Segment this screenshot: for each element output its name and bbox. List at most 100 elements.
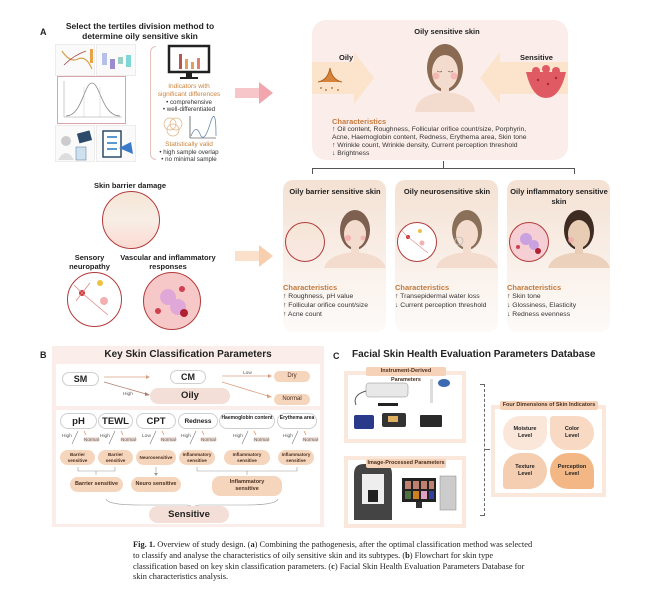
tewl-node: TEWL — [98, 413, 133, 429]
panel-a-letter: A — [40, 27, 47, 37]
arrow-right-icon — [235, 82, 273, 104]
barrier-zoom-circle — [285, 222, 325, 262]
oiliness-arrows — [103, 374, 272, 398]
woman-face-illustration — [405, 40, 485, 112]
imaging-illustration — [354, 464, 457, 520]
result-node: Barrier sensitive — [60, 450, 95, 465]
caption-ref: c — [331, 561, 335, 571]
panel-c-letter: C — [333, 351, 340, 361]
normal-tag: Normal — [120, 437, 137, 442]
low-label: Low — [243, 371, 252, 376]
oily-sensitive-char-line: ↑ Wrinkle count, Wrinkle density, Curren… — [332, 142, 518, 149]
left-brace — [150, 46, 156, 160]
sensitive-arrow — [480, 52, 568, 104]
cpt-node: CPT — [136, 413, 176, 429]
panel-b-title: Key Skin Classification Parameters — [104, 349, 272, 360]
doctor-book-icon — [55, 125, 95, 162]
subtype-char-line: ↑ Transepidermal water loss — [395, 293, 480, 300]
arrow-right-icon — [235, 245, 273, 267]
indicators-bullet: • well-differentiated — [162, 106, 216, 113]
normal-tag: Normal — [200, 437, 217, 442]
caption-text: ) Flowchart for skin type classification… — [133, 550, 494, 571]
connector-line — [574, 168, 575, 174]
petal-label: Color Level — [564, 426, 580, 439]
direction-label: High — [283, 434, 293, 439]
instrument-tag: Instrument-Derived Parameters — [366, 367, 446, 383]
normal-node: Normal — [274, 394, 310, 405]
normal-distribution-thumbnail — [57, 76, 126, 124]
panel-b-letter: B — [40, 350, 47, 360]
subtype-char-heading: Characteristics — [507, 283, 562, 292]
petal-label: Moisture Level — [513, 426, 537, 439]
valid-bullet: • high sample overlap — [159, 149, 219, 156]
vascular-circle — [143, 272, 201, 330]
petal-color: Color Level — [550, 416, 594, 450]
instrument-box — [344, 371, 466, 443]
neuro-sensitive-group: Neuro sensitive — [131, 477, 181, 492]
woman-face-illustration — [544, 208, 614, 268]
oily-sensitive-char-line: Acne, Haemoglobin content, Redness, Eryt… — [332, 134, 527, 141]
subtype-char-heading: Characteristics — [395, 283, 450, 292]
caption-text: ) Facial Skin Health Evaluation Paramete… — [133, 561, 525, 582]
subtype-char-line: ↑ Skin tone — [507, 293, 541, 300]
dashed-bracket-cap — [480, 384, 485, 385]
image-tag: Image-Processed Parameters — [366, 459, 446, 468]
subtype-title: Oily neurosensitive skin — [403, 187, 491, 196]
result-node: Inflammatory sensitive — [278, 450, 314, 465]
direction-label: High — [181, 434, 191, 439]
direction-label: High — [233, 434, 243, 439]
sm-node: SM — [62, 372, 99, 386]
oily-node: Oily — [150, 388, 230, 404]
erythema-node: Erythema area — [277, 413, 317, 429]
neuron-zoom-circle — [397, 222, 437, 262]
normal-tag: Normal — [160, 437, 177, 442]
instruments-illustration — [354, 379, 450, 429]
inflammatory-zoom-circle — [509, 222, 549, 262]
petal-perception: Perception Level — [550, 453, 594, 489]
ph-node: pH — [60, 413, 97, 429]
caption-ref: a — [250, 540, 255, 549]
normal-tag: Normal — [302, 437, 319, 442]
oily-sensitive-title: Oily sensitive skin — [414, 27, 480, 36]
neuron-circle — [67, 272, 122, 327]
subtype-char-line: ↓ Current perception threshold — [395, 302, 487, 309]
result-node: Inflammatory sensitive — [224, 450, 270, 465]
result-node: Barrier sensitive — [98, 450, 133, 465]
method-title: Select the tertiles division method to d… — [65, 21, 215, 41]
sensitive-node: Sensitive — [149, 506, 229, 523]
caption-label: Fig. 1. — [133, 540, 156, 549]
vascular-label: Vascular and inflammatory responses — [120, 253, 216, 271]
barrier-damage-label: Skin barrier damage — [93, 181, 167, 190]
subtype-char-line: ↓ Redness evenness — [507, 311, 571, 318]
boxplot-thumbnail — [96, 44, 136, 76]
inflammatory-sensitive-group: Inflammatory sensitive — [212, 476, 282, 496]
caption-text: ) Combining the pathogenesis, after the … — [133, 540, 533, 560]
four-dimensions-tag: Four Dimensions of Skin Indicators — [500, 401, 598, 410]
direction-label: High — [100, 434, 110, 439]
valid-heading: Statistically valid — [165, 141, 213, 148]
subtype-title: Oily barrier sensitive skin — [289, 187, 381, 196]
indicators-heading: Indicators with significant differences — [157, 83, 221, 98]
subtype-char-line: ↑ Follicular orifice count/size — [283, 302, 368, 309]
woman-face-illustration — [320, 208, 390, 268]
checklist-icon — [96, 125, 136, 162]
panel-c-title: Facial Skin Health Evaluation Parameters… — [352, 349, 596, 360]
barrier-sensitive-group: Barrier sensitive — [70, 477, 123, 492]
result-node: Neurosensitive — [136, 450, 176, 465]
venn-line-icon — [160, 114, 220, 140]
subtype-char-line: ↑ Roughness, pH value — [283, 293, 354, 300]
monitor-chart-icon — [166, 44, 212, 82]
oily-sensitive-char-heading: Characteristics — [332, 117, 387, 126]
subtype-char-heading: Characteristics — [283, 283, 338, 292]
caption-ref: b — [405, 550, 410, 560]
sensitive-label: Sensitive — [520, 53, 553, 62]
petal-label: Perception Level — [557, 464, 587, 477]
image-box — [344, 456, 466, 528]
valid-bullet: • no minimal sample — [161, 156, 217, 163]
redness-node: Redness — [178, 413, 218, 429]
parameter-arrows — [71, 430, 307, 445]
oily-sensitive-char-line: ↓ Brightness — [332, 150, 370, 157]
oily-label: Oily — [339, 53, 354, 62]
figure-caption: Fig. 1. Overview of study design. (a) Co… — [133, 540, 533, 583]
direction-label: Low — [142, 434, 151, 439]
